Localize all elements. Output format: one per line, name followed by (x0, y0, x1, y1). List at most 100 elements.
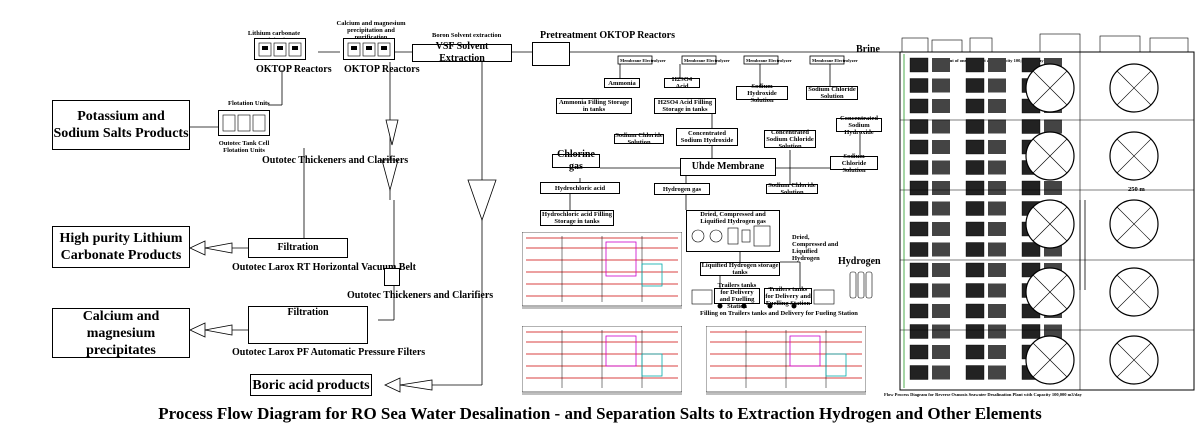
ammonia-storage-box: Ammonia Filling Storage in tanks (556, 98, 632, 114)
membrane-rack (932, 140, 950, 154)
membrane-rack (932, 201, 950, 216)
ca-mg-precip-label: Calcium and magnesium precipitation and … (336, 20, 406, 41)
ammonia-box: Ammonia (604, 78, 640, 88)
h2-compressed-label: Dried, Compressed and Liquified Hydrogen… (700, 211, 766, 225)
membrane-rack (965, 303, 985, 319)
membrane-rack (909, 139, 929, 155)
membrane-rack (1021, 242, 1041, 257)
clarifier-arm (1032, 274, 1068, 310)
membrane-rack (909, 324, 929, 339)
membrane-rack (932, 242, 950, 257)
sodium-chloride-sol-4-box: Sodium Chloride Solution (766, 182, 818, 196)
membrane-rack (965, 160, 985, 175)
membrane-rack (988, 345, 1006, 359)
membrane-rack (909, 160, 929, 175)
trailer-1-box: Trailers tanks for Delivery and Fuelling… (714, 282, 760, 310)
membrane-rack (1021, 324, 1041, 339)
oktop-2-label: OKTOP Reactors (344, 64, 420, 75)
hcl-storage-box: Hydrochloric acid Filling Storage in tan… (540, 210, 614, 226)
thickener-unit-icon (384, 268, 400, 286)
membrane-rack (965, 180, 985, 196)
membrane-rack (988, 222, 1006, 236)
membrane-rack (965, 98, 985, 114)
membrane-rack (965, 78, 985, 93)
product-potassium-box: Potassium and Sodium Salts Products (52, 100, 190, 150)
membrane-rack (965, 242, 985, 257)
trailer-1-label: Trailers tanks for Delivery and Fuelling… (717, 282, 757, 310)
larox-pf-label: Outotec Larox PF Automatic Pressure Filt… (232, 347, 426, 358)
membrane-rack (1021, 180, 1041, 196)
sodium-chloride-sol-2-box: Sodium Chloride Solution (614, 132, 664, 146)
exchanger-1-label: Membrane Electrolyzer (620, 58, 666, 63)
membrane-rack (1044, 181, 1062, 195)
trucks-icon (691, 289, 835, 309)
filtration-2: Filtration (248, 306, 368, 344)
membrane-rack (988, 181, 1006, 195)
membrane-rack (909, 98, 929, 114)
membrane-rack (932, 160, 950, 175)
conc-naoh-box: Concentrated Sodium Hydroxide (676, 128, 738, 146)
membrane-rack (932, 324, 950, 339)
membrane-rack (909, 180, 929, 196)
larox-rt-label: Outotec Larox RT Horizontal Vacuum Belt (232, 262, 416, 273)
filtration-1: Filtration (248, 238, 348, 258)
membrane-rack (909, 119, 929, 134)
membrane-rack (988, 283, 1006, 298)
membrane-rack (988, 140, 1006, 154)
trailer-2-label: Trailers tanks for Delivery and Fuelling… (765, 285, 811, 307)
membrane-rack (988, 58, 1006, 72)
conc-naoh-label: Concentrated Sodium Hydroxide (680, 130, 734, 144)
filtration-1-label: Filtration (277, 242, 319, 253)
exchanger-3-label: Membrane Electrolyzer (746, 58, 792, 63)
sodium-chloride-sol-4-label: Sodium Chloride Solution (768, 182, 816, 196)
membrane-rack (1044, 119, 1062, 134)
membrane-rack (988, 99, 1006, 113)
sodium-chloride-sol-3-label: Sodium Chloride Solution (841, 152, 867, 174)
flotation-caption: Outotec Tank Cell Flotation Units (218, 140, 270, 154)
membrane-rack (909, 57, 929, 73)
product-calcium-box: Calcium and magnesium precipitates (52, 308, 190, 358)
sodium-hydroxide-sol-box: Sodium Hydroxide Solution (736, 83, 788, 104)
membrane-rack (988, 365, 1006, 380)
uhde-box: Uhde Membrane (680, 158, 776, 176)
membrane-rack (932, 283, 950, 298)
trailer-2-box: Trailers tanks for Delivery and Fuelling… (764, 285, 812, 307)
sodium-chloride-sol-3-box: Sodium Chloride Solution (830, 153, 878, 174)
membrane-rack (909, 262, 929, 278)
membrane-rack (965, 201, 985, 216)
membrane-rack (988, 324, 1006, 339)
membrane-rack (965, 283, 985, 298)
conc-sodium-hydroxide-label: Concentrated Sodium Hydroxide (840, 114, 878, 136)
h2so4-storage-label: H2SO4 Acid Filling Storage in tanks (657, 99, 713, 113)
clarifier-arm (1116, 342, 1152, 378)
chlorine-box: Chlorine gas (552, 149, 600, 172)
clarifier-tanks (1025, 63, 1159, 385)
product-lithium-label: High purity Lithium Carbonate Products (59, 231, 183, 263)
hcl-storage-label: Hydrochloric acid Filling Storage in tan… (542, 211, 612, 225)
hydrogen-label: Hydrogen (838, 256, 881, 267)
membrane-rack (965, 344, 985, 360)
membrane-rack (988, 119, 1006, 134)
h2so4-label: H2SO4 Acid (671, 76, 693, 90)
conc-sodium-hydroxide-box: Concentrated Sodium Hydroxide (836, 115, 882, 136)
thickeners-1-label: Outotec Thickeners and Clarifiers (262, 155, 409, 166)
membrane-rack (909, 283, 929, 298)
liquified-h2-storage-box: Liquified Hydrogen storage tanks (700, 262, 780, 276)
membrane-rack (965, 221, 985, 237)
pretreatment-label: Pretreatment OKTOP Reactors (540, 30, 675, 41)
membrane-rack (965, 324, 985, 339)
h2so4-storage-box: H2SO4 Acid Filling Storage in tanks (654, 98, 716, 114)
membrane-rack (909, 201, 929, 216)
thickeners-2-label: Outotec Thickeners and Clarifiers (347, 290, 494, 301)
boron-label: Boron Solvent extraction (432, 32, 502, 39)
membrane-rack (909, 303, 929, 319)
membrane-rack (965, 119, 985, 134)
membrane-rack (988, 201, 1006, 216)
sodium-chloride-sol-1-box: Sodium Chloride Solution (806, 86, 858, 100)
ammonia-storage-label: Ammonia Filling Storage in tanks (558, 99, 630, 113)
membrane-rack (988, 78, 1006, 93)
sodium-chloride-sol-1-label: Sodium Chloride Solution (808, 86, 856, 100)
vsf-label: VSF Solvent Extraction (435, 41, 489, 64)
oktop-reactors-2 (343, 38, 395, 60)
